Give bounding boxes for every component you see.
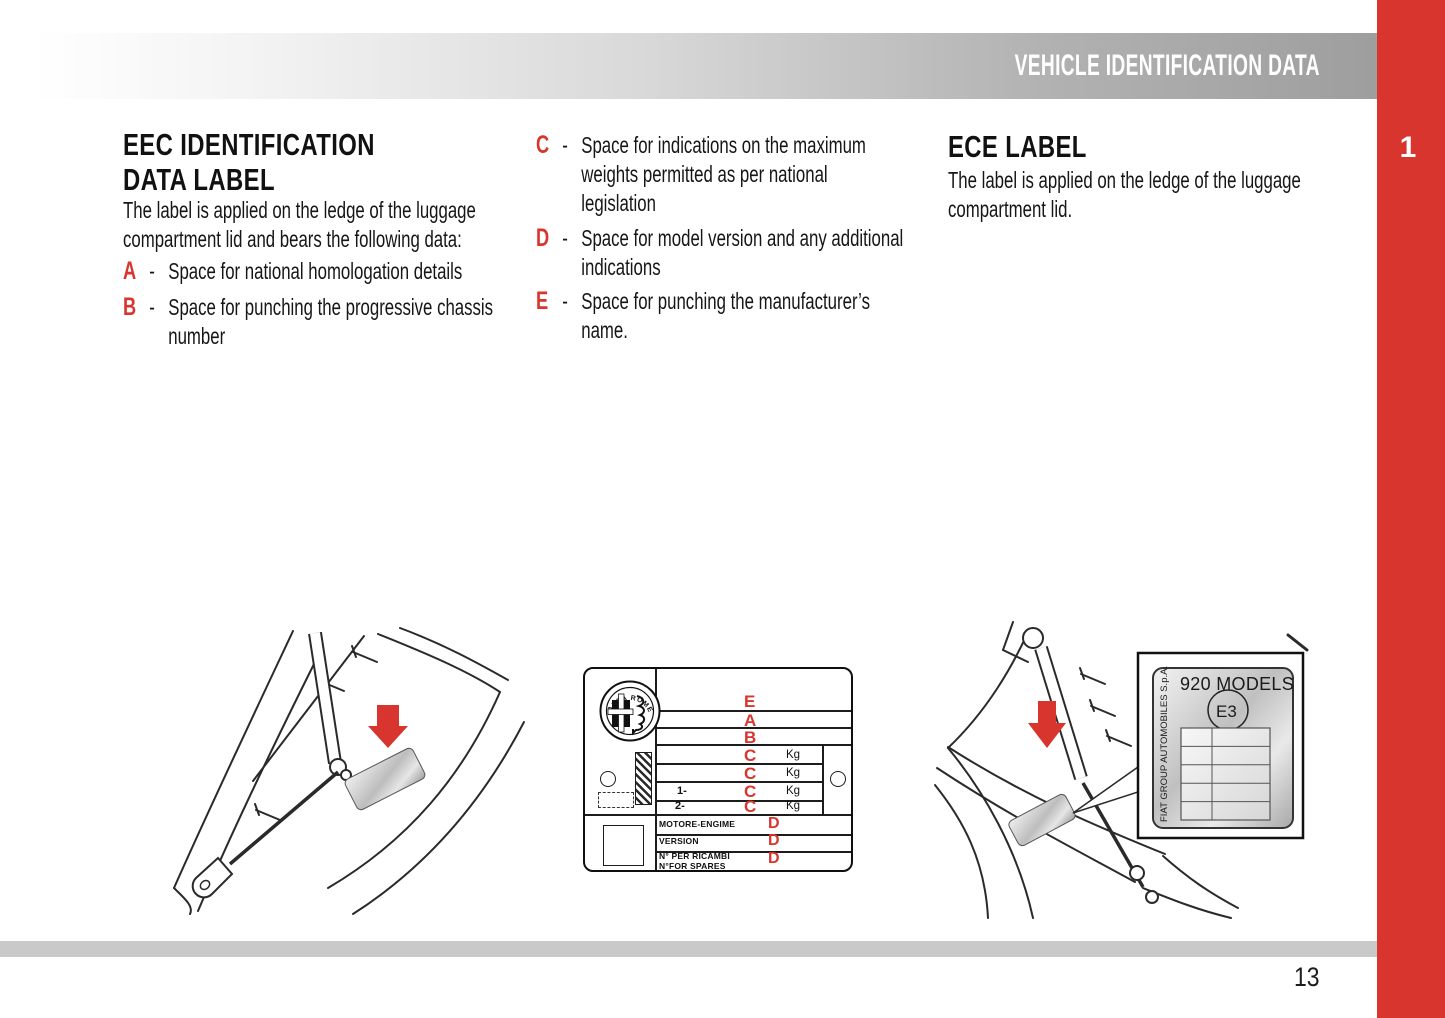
engine-row-label: MOTORE-ENGIME [659,819,736,829]
eec-section-intro: The label is applied on the ledge of the… [123,197,476,252]
divider-line [655,669,657,870]
item-dash: - [562,225,568,251]
version-row-label: VERSION [659,836,699,846]
chapter-side-bar [1377,0,1445,1018]
item-text: Space for indications on the maximum wei… [581,132,866,216]
section-line [585,814,851,816]
list-item-b: B - Space for punching the progressive c… [123,293,576,351]
space-letter-c: C [744,746,757,765]
item-text: Space for model version and any addition… [581,225,904,280]
item-text: Space for punching the manufacturer’s na… [581,288,870,343]
eec-section-heading: EEC IDENTIFICATION DATA LABEL [123,127,375,197]
footer-bar [0,941,1377,957]
item-key: D [536,224,550,252]
item-key: A [123,257,137,285]
row-line [655,763,822,765]
item-text: Space for punching the progressive chass… [168,294,494,349]
page-title: VEHICLE IDENTIFICATION DATA [1014,49,1320,82]
label-grid [1180,727,1271,821]
space-letter-a: A [744,711,757,730]
red-down-arrow-icon [368,705,408,748]
axle-prefix-2: 2- [675,800,685,812]
trunk-label-sticker [344,747,426,811]
item-dash: - [562,132,568,158]
item-dash: - [562,288,568,314]
unit-kg: Kg [786,767,801,779]
company-name: FIAT GROUP AUTOMOBILES S.p.A. [1159,666,1170,822]
gas-strut [1022,627,1159,904]
unit-kg: Kg [786,749,801,761]
space-letter-b: B [744,728,757,747]
item-key: C [536,131,550,159]
unit-kg: Kg [786,785,801,797]
approval-mark: E3 [1216,702,1237,721]
item-key: B [123,293,137,321]
list-item-e: E - Space for punching the manufacturer’… [536,287,989,345]
row-line [655,834,851,836]
rivet-circle [600,771,616,787]
list-item-d: D - Space for model version and any addi… [536,224,989,282]
space-letter-d: D [768,815,780,832]
trunk-line-art [173,627,525,915]
space-letter-e: E [744,692,756,711]
item-dash: - [149,258,155,284]
axle-prefix-1: 1- [677,785,687,797]
hatched-area [635,752,652,805]
ece-section-heading: ECE LABEL [948,129,1087,164]
item-text: Space for national homologation details [168,258,463,284]
row-line [655,851,851,853]
list-item-a: A - Space for national homologation deta… [123,257,576,286]
item-key: E [536,287,549,315]
chapter-number: 1 [1399,131,1417,164]
space-letter-c: C [744,764,757,783]
page-number: 13 [1294,962,1320,992]
row-line [655,727,851,729]
left-trunk-illustration [173,627,525,915]
space-letter-d: D [768,850,780,867]
dashed-area [598,792,634,808]
space-letter-c: C [744,797,757,816]
serpent-glyph [632,695,646,736]
unit-kg: Kg [786,800,801,812]
ece-label: FIAT GROUP AUTOMOBILES S.p.A. 920 MODELS… [1152,666,1294,829]
row-line [655,744,851,746]
item-dash: - [149,294,155,320]
punch-square [603,825,644,866]
eec-label-diagram: E A B C C C C Kg Kg Kg Kg 1- 2- MOTORE-E… [583,667,853,872]
trunk-label-sticker [1008,793,1076,847]
header-gradient-bar [33,33,1377,99]
ece-section-intro: The label is applied on the ledge of the… [948,167,1301,222]
row-line [655,710,851,712]
rivet-circle [830,771,846,787]
alfa-romeo-logo-icon: ALFA ROMEO [599,680,661,742]
models-text: 920 MODELS [1180,674,1294,694]
divider-line [822,744,824,814]
space-letter-c: C [744,782,757,801]
red-down-arrow-icon [1028,701,1066,748]
space-letter-d: D [768,832,780,849]
gas-strut [191,631,352,899]
spares-row-label: N° PER RICAMBI N°FOR SPARES [659,851,730,871]
row-line [655,781,822,783]
list-item-c: C - Space for indications on the maximum… [536,131,989,218]
right-trunk-illustration: FIAT GROUP AUTOMOBILES S.p.A. 920 MODELS… [934,621,1309,919]
row-line [655,800,822,802]
